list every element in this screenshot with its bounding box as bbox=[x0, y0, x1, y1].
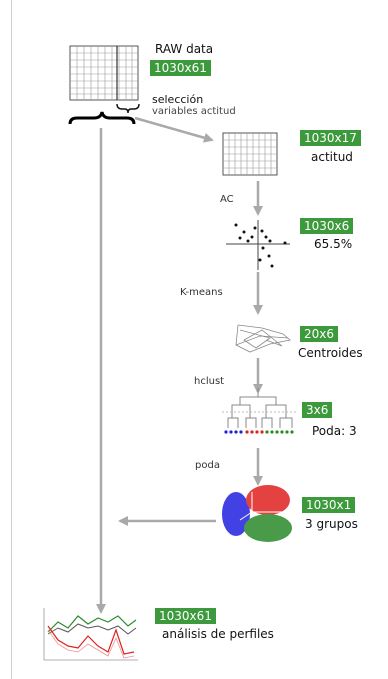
kmeans-dims-badge: 20x6 bbox=[300, 326, 339, 342]
poda-step-label: poda bbox=[195, 460, 220, 471]
ac-variance-label: 65.5% bbox=[314, 237, 353, 251]
centroids-network bbox=[235, 324, 291, 353]
pca-scatter-plot bbox=[226, 220, 290, 270]
left-border bbox=[11, 0, 12, 679]
attitude-grid bbox=[222, 132, 278, 176]
selection-label: selección bbox=[152, 93, 204, 106]
ac-dims-badge: 1030x6 bbox=[300, 218, 354, 234]
all-data-brace bbox=[68, 111, 136, 125]
clusters-blob bbox=[222, 485, 292, 542]
selection-arrow bbox=[134, 116, 214, 143]
prune-label: Poda: 3 bbox=[312, 424, 357, 438]
raw-data-dims-badge: 1030x61 bbox=[150, 60, 211, 76]
hclust-dims-badge: 3x6 bbox=[302, 402, 333, 418]
dendrogram-leaves bbox=[224, 430, 294, 434]
raw-data-grid bbox=[69, 45, 139, 101]
attitude-label: actitud bbox=[311, 150, 353, 164]
kmeans-step-label: K-means bbox=[180, 287, 223, 298]
selection-sublabel: variables actitud bbox=[152, 106, 236, 117]
attitude-dims-badge: 1030x17 bbox=[300, 130, 361, 146]
profiles-chart bbox=[43, 608, 138, 661]
profiles-label: análisis de perfiles bbox=[162, 627, 274, 641]
ac-step-label: AC bbox=[220, 194, 234, 205]
hclust-step-label: hclust bbox=[194, 376, 225, 387]
groups-label: 3 grupos bbox=[305, 517, 358, 531]
centroids-label: Centroides bbox=[298, 346, 363, 360]
poda-dims-badge: 1030x1 bbox=[302, 497, 356, 513]
profiles-dims-badge: 1030x61 bbox=[155, 608, 216, 624]
dendrogram bbox=[222, 388, 298, 428]
raw-data-title: RAW data bbox=[155, 42, 214, 56]
selection-brace bbox=[116, 103, 140, 114]
